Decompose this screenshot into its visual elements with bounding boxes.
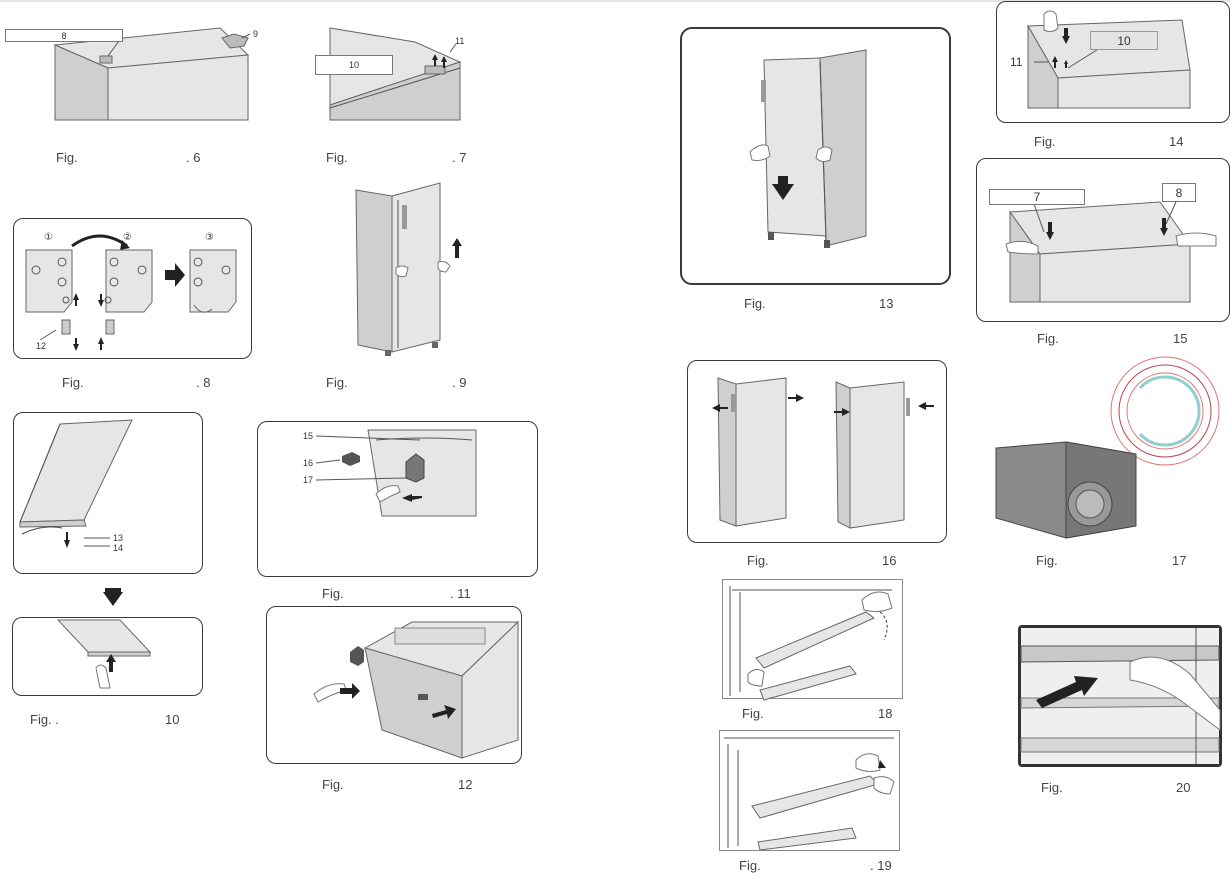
fig16-door-reverse-drawing bbox=[712, 377, 934, 529]
fig15-top-cover-drawing bbox=[1005, 201, 1217, 303]
fig9-caption-number: . 9 bbox=[452, 375, 467, 390]
fig11-caption-left: Fig. bbox=[322, 586, 344, 601]
fig18-caption-left: Fig. bbox=[742, 706, 764, 721]
fig14-label-10: 10 bbox=[1090, 31, 1158, 50]
fig12-caption-left: Fig. bbox=[322, 777, 344, 792]
fig6-caption-number: . 6 bbox=[186, 150, 201, 165]
fig10-caption-left: Fig. . bbox=[30, 712, 59, 727]
fig10-caption-number: 10 bbox=[165, 712, 180, 727]
fig18-door-shelf-drawing bbox=[729, 586, 893, 701]
fig8-caption-number: . 8 bbox=[196, 375, 211, 390]
fig15-label-7: 7 bbox=[989, 189, 1085, 205]
fig8-caption-left: Fig. bbox=[62, 375, 84, 390]
fig6-label-9: 9 bbox=[253, 29, 259, 39]
fig19-caption-left: Fig. bbox=[739, 858, 761, 873]
fig7-caption-left: Fig. bbox=[326, 150, 348, 165]
fig8-step-1: ① bbox=[44, 232, 53, 243]
fig20-glass-shelf-drawing bbox=[1020, 628, 1221, 764]
fig9-fridge-drawing bbox=[355, 182, 462, 356]
fig8-step-3: ③ bbox=[205, 232, 214, 243]
fig13-caption-number: 13 bbox=[879, 296, 894, 311]
fig16-caption-left: Fig. bbox=[747, 553, 769, 568]
fig6-label-8: 8 bbox=[5, 29, 123, 42]
fig13-fridge-door-drawing bbox=[749, 49, 867, 248]
fig14-caption-left: Fig. bbox=[1034, 134, 1056, 149]
fig11-caption-number: . 11 bbox=[450, 586, 471, 601]
fig14-caption-number: 14 bbox=[1169, 134, 1184, 149]
fig11-handle-drawing bbox=[315, 429, 477, 517]
fig8-label-12: 12 bbox=[36, 341, 47, 351]
fig11-label-17: 17 bbox=[303, 475, 314, 485]
fig17-caption-number: 17 bbox=[1172, 553, 1187, 568]
fig17-caption-left: Fig. bbox=[1036, 553, 1058, 568]
fig16-caption-number: 16 bbox=[882, 553, 897, 568]
fig10-label-14: 14 bbox=[113, 543, 124, 553]
fig20-caption-left: Fig. bbox=[1041, 780, 1063, 795]
fig11-label-15: 15 bbox=[303, 431, 314, 441]
fig11-label-16: 16 bbox=[303, 458, 314, 468]
fig19-frame bbox=[719, 730, 900, 851]
fig13-caption-left: Fig. bbox=[744, 296, 766, 311]
fig17-thermostat-drawing bbox=[995, 356, 1220, 539]
fig7-caption-number: . 7 bbox=[452, 150, 467, 165]
fig18-caption-number: 18 bbox=[878, 706, 893, 721]
fig19-caption-number: . 19 bbox=[870, 858, 892, 873]
fig7-label-11: 11 bbox=[455, 36, 465, 46]
fig15-caption-number: 15 bbox=[1173, 331, 1188, 346]
fig19-door-shelf-drawing bbox=[724, 737, 895, 851]
fig8-step-2: ② bbox=[123, 232, 132, 243]
page-top-rule bbox=[0, 0, 1230, 2]
fig14-label-11: 11 bbox=[1010, 55, 1023, 69]
fig8-hinge-drawing bbox=[25, 234, 237, 351]
fig12-caption-number: 12 bbox=[458, 777, 473, 792]
fig7-label-10: 10 bbox=[315, 55, 393, 75]
fig10-label-13: 13 bbox=[113, 533, 124, 543]
fig15-caption-left: Fig. bbox=[1037, 331, 1059, 346]
fig9-caption-left: Fig. bbox=[326, 375, 348, 390]
fig20-caption-number: 20 bbox=[1176, 780, 1191, 795]
fig15-label-8: 8 bbox=[1162, 183, 1196, 202]
fig6-caption-left: Fig. bbox=[56, 150, 78, 165]
fig7-fridge-top-drawing bbox=[329, 27, 462, 121]
fig10-door-drawing bbox=[19, 419, 152, 689]
fig12-handle-mount-drawing bbox=[313, 620, 520, 759]
